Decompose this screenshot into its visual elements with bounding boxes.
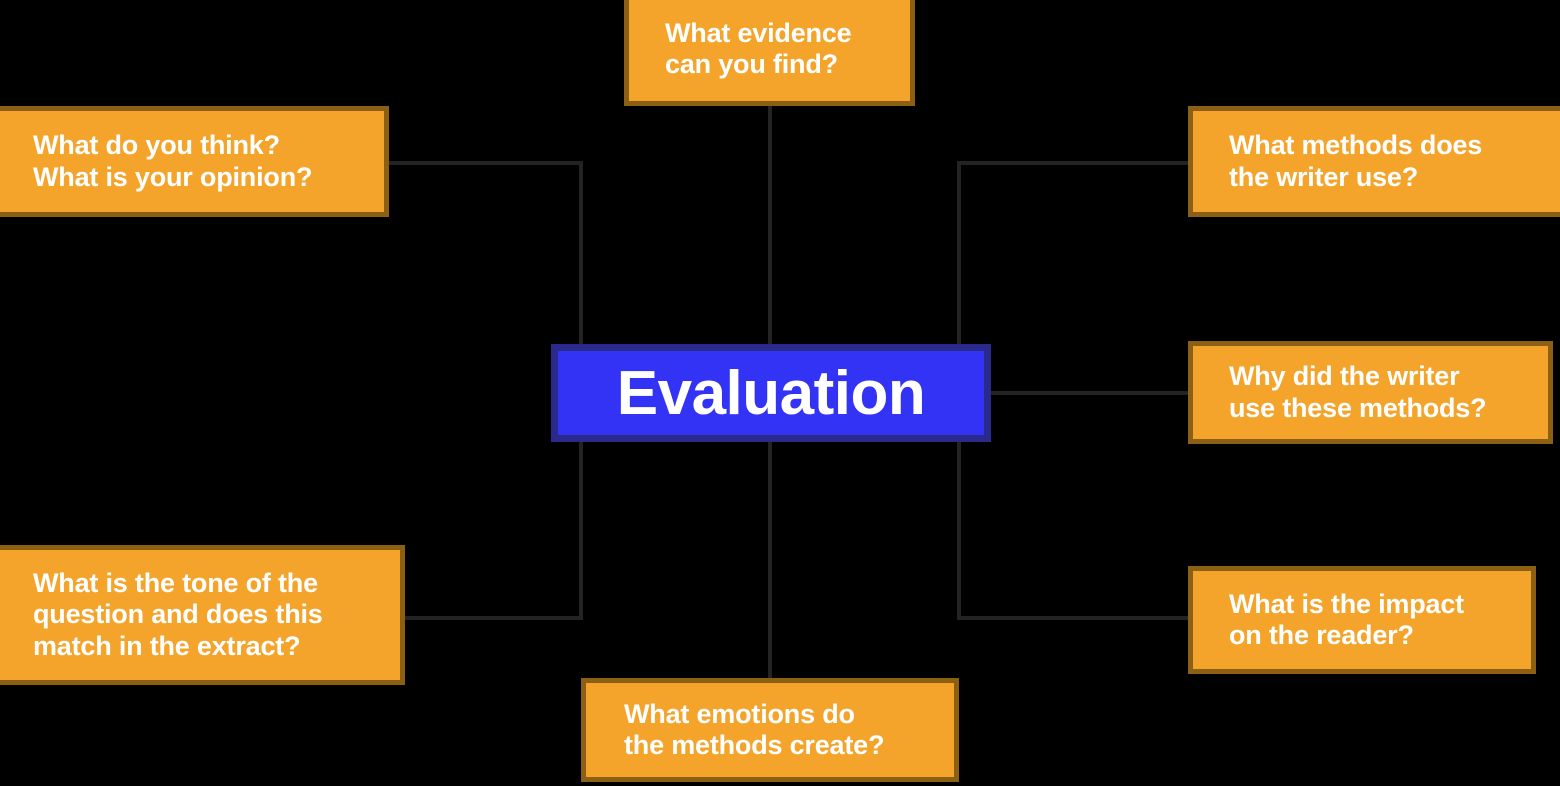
connector-center-to-bottom <box>768 440 772 680</box>
connector-left-trunk-lower <box>579 440 583 620</box>
connector-right-trunk-upper <box>957 161 961 347</box>
node-branch-why-methods[interactable]: Why did the writer use these methods? <box>1188 341 1553 444</box>
center-node-label: Evaluation <box>616 358 926 428</box>
node-branch-impact[interactable]: What is the impact on the reader? <box>1188 566 1536 674</box>
connector-right-trunk-lower <box>957 440 961 620</box>
node-branch-methods[interactable]: What methods does the writer use? <box>1188 106 1560 217</box>
node-branch-evidence[interactable]: What evidence can you find? <box>624 0 915 106</box>
connector-to-branch-methods <box>957 161 1189 165</box>
node-label: What emotions do the methods create? <box>624 698 885 760</box>
node-label: What do you think? What is your opinion? <box>33 130 313 192</box>
connector-left-trunk-upper <box>579 161 583 347</box>
connector-center-to-top <box>768 106 772 346</box>
connector-to-branch-opinion <box>388 161 583 165</box>
node-label: What methods does the writer use? <box>1229 130 1483 192</box>
connector-to-branch-why-methods <box>988 391 1189 395</box>
node-label: Why did the writer use these methods? <box>1229 361 1487 423</box>
node-center-evaluation[interactable]: Evaluation <box>551 344 991 442</box>
connector-to-branch-impact <box>957 616 1189 620</box>
node-branch-tone[interactable]: What is the tone of the question and doe… <box>0 545 405 685</box>
connector-to-branch-tone <box>404 616 583 620</box>
node-branch-emotions[interactable]: What emotions do the methods create? <box>581 678 959 782</box>
node-label: What is the impact on the reader? <box>1229 588 1464 650</box>
node-label: What evidence can you find? <box>665 17 852 79</box>
node-label: What is the tone of the question and doe… <box>33 568 323 661</box>
node-branch-opinion[interactable]: What do you think? What is your opinion? <box>0 106 389 217</box>
